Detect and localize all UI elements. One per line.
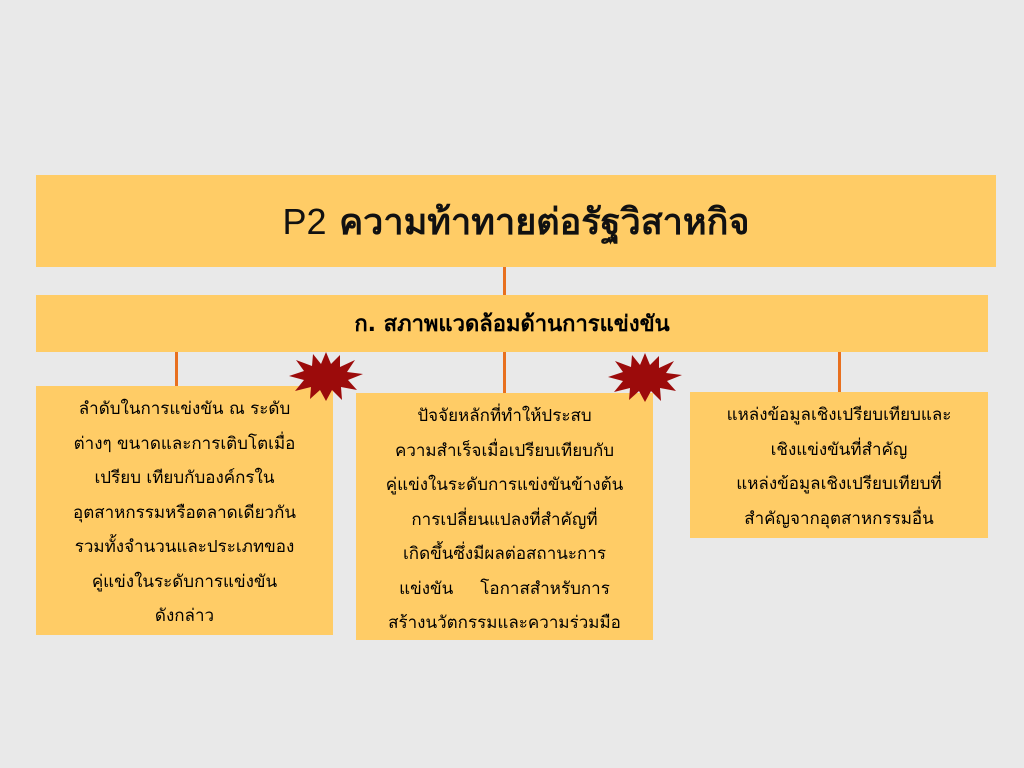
connector-subtitle-to-mid xyxy=(503,352,506,393)
detail-line: ลำดับในการแข่งขัน ณ ระดับ xyxy=(78,399,291,419)
detail-line: แข่งขัน โอกาสสำหรับการ xyxy=(399,578,610,599)
connector-subtitle-to-left xyxy=(175,352,178,386)
detail-line: อุตสาหกรรมหรือตลาดเดียวกัน xyxy=(72,502,296,523)
detail-line: คู่แข่งในระดับการแข่งขันข้างต้น xyxy=(385,475,624,495)
detail-line: ปัจจัยหลักที่ทำให้ประสบ xyxy=(417,406,592,426)
burst-star-icon xyxy=(608,353,682,402)
detail-box-data-sources: แหล่งข้อมูลเชิงเปรียบเทียบและ เชิงแข่งขั… xyxy=(690,392,988,538)
detail-line: แหล่งข้อมูลเชิงเปรียบเทียบและ xyxy=(726,405,952,425)
burst-star-icon xyxy=(289,352,363,401)
detail-line: แหล่งข้อมูลเชิงเปรียบเทียบที่ xyxy=(736,474,942,494)
subtitle-box: ก. สภาพแวดล้อมด้านการแข่งขัน xyxy=(36,295,988,352)
detail-box-success-factors: ปัจจัยหลักที่ทำให้ประสบ ความสำเร็จเมื่อเ… xyxy=(356,393,653,640)
detail-line: ความสำเร็จเมื่อเปรียบเทียบกับ xyxy=(394,440,615,461)
detail-line: เชิงแข่งขันที่สำคัญ xyxy=(770,439,908,460)
page-title: P2 ความท้าทายต่อรัฐวิสาหกิจ xyxy=(282,193,749,250)
detail-line: ต่างๆ ขนาดและการเติบโตเมื่อ xyxy=(73,433,296,454)
detail-line: เปรียบ เทียบกับองค์กรใน xyxy=(94,468,275,488)
detail-line: ดังกล่าว xyxy=(154,606,215,626)
title-box: P2 ความท้าทายต่อรัฐวิสาหกิจ xyxy=(36,175,996,267)
detail-line: คู่แข่งในระดับการแข่งขัน xyxy=(91,571,278,592)
detail-line: รวมทั้งจำนวนและประเภทของ xyxy=(74,537,295,557)
title-code: P2 xyxy=(282,200,327,242)
connector-title-to-subtitle xyxy=(503,267,506,295)
connector-subtitle-to-right xyxy=(838,352,841,392)
detail-line: การเปลี่ยนแปลงที่สำคัญที่ xyxy=(411,509,598,530)
detail-line: เกิดขึ้นซึ่งมีผลต่อสถานะการ xyxy=(403,544,606,564)
detail-box-competitive-position: ลำดับในการแข่งขัน ณ ระดับ ต่างๆ ขนาดและก… xyxy=(36,386,333,635)
title-text: ความท้าทายต่อรัฐวิสาหกิจ xyxy=(339,201,750,243)
detail-line: สำคัญจากอุตสาหกรรมอื่น xyxy=(744,508,934,529)
detail-line: สร้างนวัตกรรมและความร่วมมือ xyxy=(388,613,621,633)
subtitle: ก. สภาพแวดล้อมด้านการแข่งขัน xyxy=(354,312,670,337)
